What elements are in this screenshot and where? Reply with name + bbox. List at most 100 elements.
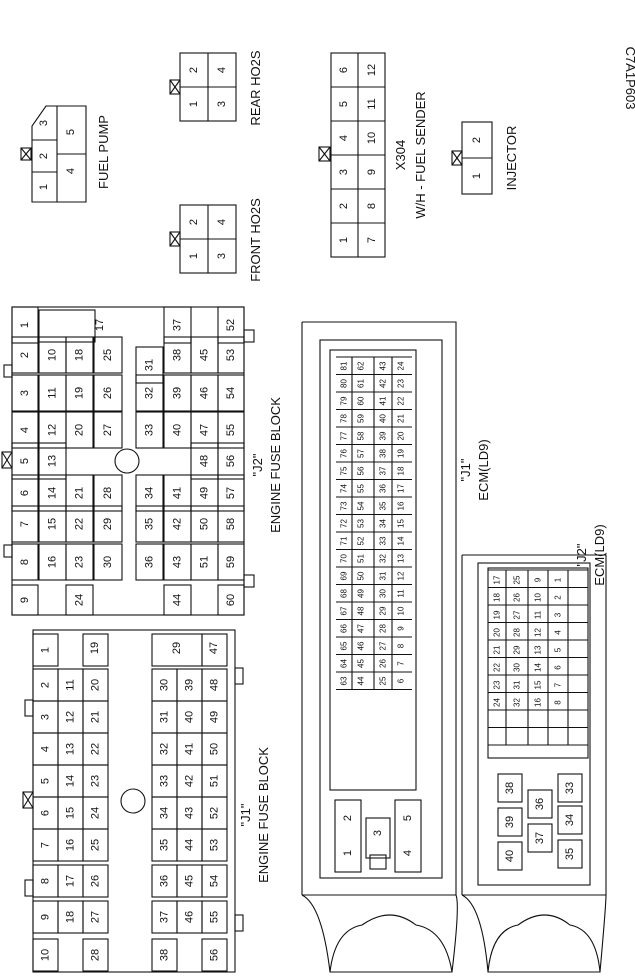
fuse-j1-cell — [201, 828, 228, 862]
ecm-j1-pin-58: 58 — [357, 431, 366, 440]
x304-label: W/H - FUEL SENDER — [413, 91, 428, 218]
fuse-j1-cell — [82, 828, 109, 862]
fuse-j2-cell — [217, 374, 245, 412]
fuse-j2-pin-43: 43 — [172, 556, 184, 568]
fuse-j1-pin-26: 26 — [90, 875, 102, 887]
fuse-j2-pin-57: 57 — [225, 487, 237, 499]
fuse-j1-pin-25: 25 — [90, 839, 102, 851]
ecm-j2-pin-3: 3 — [554, 612, 563, 617]
ecm-j2-pin-10: 10 — [534, 593, 543, 602]
fuse-j1-pin-49: 49 — [209, 711, 221, 723]
fuse-j2-pin-56: 56 — [225, 455, 237, 467]
fuse-j2-pin-32: 32 — [144, 387, 156, 399]
ecm-j1-pin-56: 56 — [357, 466, 366, 475]
fuse-j1-pin-51: 51 — [209, 775, 221, 787]
ecm-j1-pin-15: 15 — [397, 519, 406, 528]
x304-pin-1: 1 — [338, 237, 350, 243]
fuse-j1-tag: "J1" — [238, 803, 253, 826]
ecm-j2-pin-17: 17 — [493, 575, 502, 584]
fuse-j1-pin-21: 21 — [90, 711, 102, 723]
x304-pin-12: 12 — [366, 64, 378, 76]
ecm-j2-pin-11: 11 — [534, 610, 543, 619]
ecm-j2-big-cell — [557, 805, 583, 835]
fuse-j2-pin-18: 18 — [74, 349, 86, 361]
ecm-j1-pin-1: 1 — [342, 850, 354, 856]
ecm-j2-pin-5: 5 — [554, 647, 563, 652]
fuse-j2-pin-9: 9 — [19, 597, 31, 603]
injector-label: INJECTOR — [504, 126, 519, 191]
fuse-j2-cell — [65, 584, 94, 616]
fuse-j2-cell — [135, 374, 164, 412]
ecm-j1-pin-17: 17 — [397, 484, 406, 493]
ecm-j1-pin-7: 7 — [397, 661, 406, 666]
ecm-j2-pin-22: 22 — [493, 663, 502, 672]
ecm-j2-pin-30: 30 — [513, 663, 522, 672]
ecm-j1-pin-35: 35 — [379, 501, 388, 510]
ecm-j2-pin-26: 26 — [513, 593, 522, 602]
fuse-j2-pin-16: 16 — [47, 556, 59, 568]
ecm-j1-pin-4: 4 — [402, 850, 414, 856]
fuse-j2-pin-6: 6 — [19, 490, 31, 496]
fuse-j2-cell — [217, 505, 245, 543]
ecm-j1-pin-28: 28 — [379, 624, 388, 633]
fuse-j2-pin-41: 41 — [172, 487, 184, 499]
ecm-j1-pin-21: 21 — [397, 414, 406, 423]
ecm-j2-pin-33: 33 — [564, 782, 576, 794]
front-ho2s-pin-3: 3 — [216, 253, 228, 259]
ecm-j1-pin-44: 44 — [357, 676, 366, 685]
rear-ho2s-label: REAR HO2S — [248, 50, 263, 125]
fuse-j2-pin-31: 31 — [144, 359, 156, 371]
fuse-j2-cell — [135, 505, 164, 543]
ecm-j2-pin-25: 25 — [513, 575, 522, 584]
ecm-j2-big-cell — [557, 839, 583, 869]
fuse-j1-pin-6: 6 — [40, 810, 52, 816]
fuse-j2-pin-17: 17 — [94, 319, 106, 331]
fuse-j2-pin-2: 2 — [19, 352, 31, 358]
fuse-j2-pin-55: 55 — [225, 424, 237, 436]
ecm-j1-pin-37: 37 — [379, 466, 388, 475]
fuse-j1-cell — [201, 864, 228, 898]
ecm-j1-pin-5: 5 — [402, 815, 414, 821]
ecm-j1-pin-60: 60 — [357, 396, 366, 405]
fuse-j2-pin-10: 10 — [47, 349, 59, 361]
fuse-j1-pin-7: 7 — [40, 842, 52, 848]
ecm-j1-big-cell — [365, 817, 391, 859]
key-tab — [3, 364, 13, 378]
ecm-j1-pin-49: 49 — [357, 589, 366, 598]
ecm-j1-pin-79: 79 — [340, 396, 349, 405]
ecm-j2-pin-21: 21 — [493, 645, 502, 654]
ecm-j1-tag: "J1" — [458, 458, 473, 481]
fuse-j2-cell — [217, 442, 245, 480]
ecm-j2-pin-35: 35 — [564, 848, 576, 860]
fuse-j2-pin-30: 30 — [102, 556, 114, 568]
ecm-j2-pin-29: 29 — [513, 645, 522, 654]
fuse-j1-cell — [82, 864, 109, 898]
fuse-j2-cell — [93, 411, 123, 449]
fuse-j2-pin-1: 1 — [19, 322, 31, 328]
ecm-j1-pin-71: 71 — [340, 536, 349, 545]
lock-tab-icon — [20, 147, 32, 161]
key-tab — [234, 667, 244, 685]
ecm-j1-pin-47: 47 — [357, 624, 366, 633]
ecm-j2-pin-1: 1 — [554, 577, 563, 582]
fuse-j1-pin-16: 16 — [65, 839, 77, 851]
ecm-j1-pin-57: 57 — [357, 449, 366, 458]
fuse-j1-cell — [82, 900, 109, 934]
ecm-j2-pin-40: 40 — [504, 850, 516, 862]
ecm-j1-pin-70: 70 — [340, 554, 349, 563]
fuse-j1-pin-18: 18 — [65, 911, 77, 923]
key-tab — [3, 544, 13, 558]
fuse-j2-cell — [135, 346, 164, 384]
ecm-j1-pin-30: 30 — [379, 589, 388, 598]
fuse-j2-pin-48: 48 — [199, 455, 211, 467]
fuse-j2-pin-54: 54 — [225, 387, 237, 399]
fuse-j2-pin-51: 51 — [199, 556, 211, 568]
ecm-j1-pin-13: 13 — [397, 554, 406, 563]
fuse-j2-pin-14: 14 — [47, 487, 59, 499]
fuse-j2-cell — [65, 336, 94, 374]
fuse-j1-pin-50: 50 — [209, 743, 221, 755]
ecm-j2-pin-16: 16 — [534, 698, 543, 707]
ecm-j1-pin-62: 62 — [357, 361, 366, 370]
